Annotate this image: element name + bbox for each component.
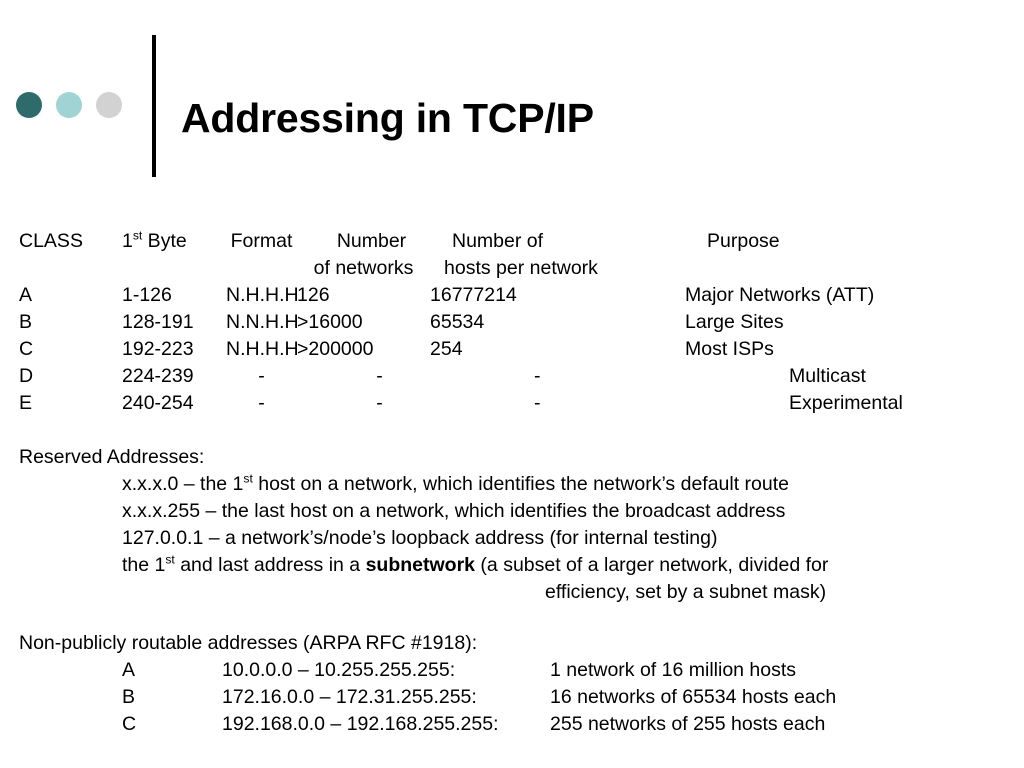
table-row: D 224-239 - - - Multicast (19, 363, 1009, 390)
header-first-byte: 1st Byte (122, 228, 226, 255)
cell-byte: 240-254 (122, 392, 194, 414)
table-header-row-1: CLASS 1st Byte Format Number Number of P… (19, 228, 1009, 255)
page-title: Addressing in TCP/IP (181, 95, 594, 142)
list-item: C 192.168.0.0 – 192.168.255.255: 255 net… (122, 711, 1024, 738)
cell-networks: >16000 (297, 311, 363, 333)
cell-class: E (19, 392, 33, 414)
cell-purpose: Large Sites (685, 311, 784, 333)
reserved-line4-pre: the 1 (122, 554, 166, 576)
reserved-line4-bold-term: subnetwork (365, 554, 476, 576)
list-item: B 172.16.0.0 – 172.31.255.255: 16 networ… (122, 684, 1024, 711)
cell-hosts: 254 (430, 338, 463, 360)
slide-body: CLASS 1st Byte Format Number Number of P… (0, 228, 1024, 738)
header-number-of-networks-line1: Number (336, 230, 407, 252)
table-row: E 240-254 - - - Experimental (19, 390, 1009, 417)
cell-class: A (19, 284, 33, 306)
cell-byte: 128-191 (122, 311, 194, 333)
cell-purpose: Experimental (789, 392, 903, 414)
non-routable-class: B (122, 686, 136, 708)
decorative-dots (16, 92, 122, 118)
reserved-line4-post: (a subset of a larger network, divided f… (475, 554, 829, 576)
cell-purpose: Major Networks (ATT) (685, 284, 875, 306)
reserved-line1-pre: x.x.x.0 – the 1 (122, 473, 244, 495)
dot-dark-teal-icon (16, 92, 42, 118)
reserved-line1-sup: st (243, 471, 253, 486)
reserved-line-subnetwork: the 1st and last address in a subnetwork… (122, 552, 1024, 579)
ip-class-table: CLASS 1st Byte Format Number Number of P… (19, 228, 1009, 417)
non-routable-range: 10.0.0.0 – 10.255.255.255: (222, 659, 456, 681)
header-first-byte-num: 1 (122, 230, 133, 252)
reserved-heading: Reserved Addresses: (19, 446, 205, 468)
table-row: C 192-223 N.H.H.H >200000 254 Most ISPs (19, 336, 1009, 363)
cell-hosts: - (534, 365, 541, 387)
title-vertical-rule (152, 35, 156, 177)
section-spacer (0, 417, 1024, 444)
reserved-line4-mid: and last address in a (174, 554, 366, 576)
cell-networks: - (376, 365, 383, 387)
table-row: A 1-126 N.H.H.H 126 16777214 Major Netwo… (19, 282, 1009, 309)
cell-hosts: 65534 (430, 311, 485, 333)
cell-format: - (258, 365, 265, 387)
dot-light-teal-icon (56, 92, 82, 118)
non-routable-range: 172.16.0.0 – 172.31.255.255: (222, 686, 477, 708)
table-row: B 128-191 N.N.H.H >16000 65534 Large Sit… (19, 309, 1009, 336)
reserved-line-network-zero: x.x.x.0 – the 1st host on a network, whi… (122, 471, 1024, 498)
header-first-byte-sup: st (132, 228, 143, 243)
list-item: A 10.0.0.0 – 10.255.255.255: 1 network o… (122, 657, 1024, 684)
non-routable-heading: Non-publicly routable addresses (ARPA RF… (19, 632, 478, 654)
cell-byte: 224-239 (122, 365, 194, 387)
reserved-line-loopback: 127.0.0.1 – a network’s/node’s loopback … (122, 527, 718, 549)
cell-format: N.H.H.H (226, 338, 299, 360)
header-number-of-networks-line2: of networks (313, 257, 414, 279)
cell-hosts: 16777214 (430, 284, 517, 306)
cell-hosts: - (534, 392, 541, 414)
non-routable-description: 1 network of 16 million hosts (550, 659, 797, 681)
non-routable-class: C (122, 713, 137, 735)
slide-title-block: Addressing in TCP/IP (0, 0, 1024, 200)
non-routable-section: Non-publicly routable addresses (ARPA RF… (0, 630, 1024, 738)
cell-networks: >200000 (297, 338, 374, 360)
cell-byte: 192-223 (122, 338, 194, 360)
header-purpose: Purpose (707, 230, 780, 252)
reserved-line-broadcast: x.x.x.255 – the last host on a network, … (122, 500, 786, 522)
table-header-row-2: of networks hosts per network (19, 255, 1009, 282)
dot-gray-icon (96, 92, 122, 118)
reserved-line-subnetwork-cont: efficiency, set by a subnet mask) (545, 581, 827, 603)
cell-class: D (19, 365, 34, 387)
non-routable-range: 192.168.0.0 – 192.168.255.255: (222, 713, 499, 735)
reserved-addresses-section: Reserved Addresses: x.x.x.0 – the 1st ho… (0, 444, 1024, 606)
header-first-byte-word: Byte (142, 230, 187, 252)
cell-class: B (19, 311, 33, 333)
header-hosts-per-network-line2: hosts per network (444, 257, 598, 279)
cell-purpose: Multicast (789, 365, 866, 387)
non-routable-description: 255 networks of 255 hosts each (550, 713, 826, 735)
cell-purpose: Most ISPs (685, 338, 774, 360)
cell-networks: - (376, 392, 383, 414)
header-format: Format (230, 230, 293, 252)
cell-format: N.N.H.H (226, 311, 299, 333)
header-hosts-per-network-line1: Number of (452, 230, 544, 252)
cell-format: N.H.H.H (226, 284, 299, 306)
reserved-line1-post: host on a network, which identifies the … (252, 473, 790, 495)
header-class: CLASS (19, 230, 83, 252)
non-routable-class: A (122, 659, 136, 681)
section-spacer (0, 606, 1024, 630)
reserved-line4-sup: st (165, 552, 175, 567)
cell-class: C (19, 338, 34, 360)
non-routable-description: 16 networks of 65534 hosts each (550, 686, 837, 708)
cell-format: - (258, 392, 265, 414)
cell-byte: 1-126 (122, 284, 172, 306)
cell-networks: 126 (297, 284, 330, 306)
